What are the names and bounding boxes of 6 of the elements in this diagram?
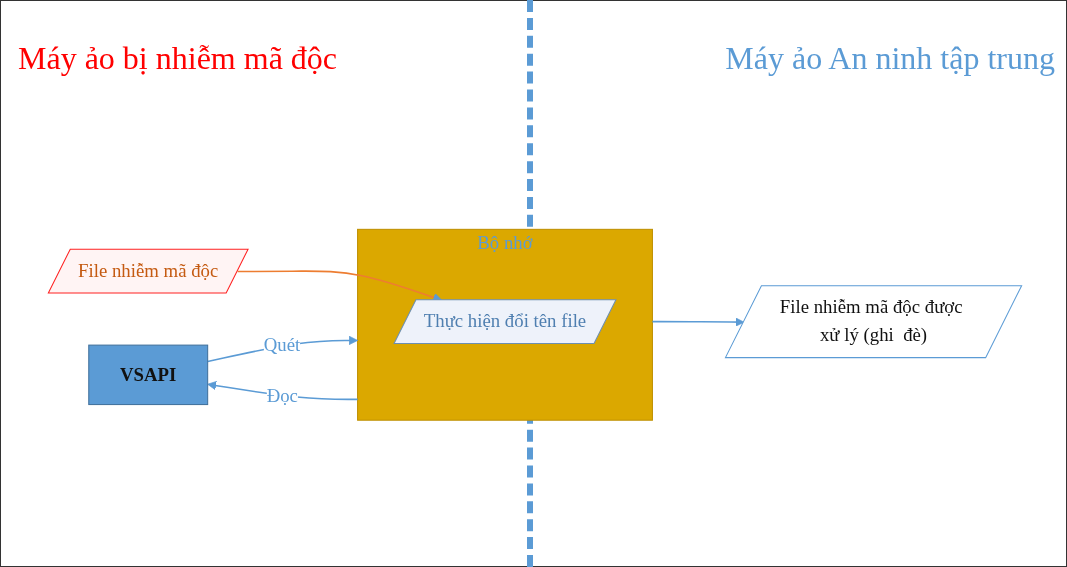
arrow	[651, 317, 745, 327]
edge-label: Quét	[263, 334, 301, 356]
region-heading: Máy ảo bị nhiễm mã độc	[18, 40, 338, 77]
region-heading: Máy ảo An ninh tập trung	[725, 40, 1055, 77]
edge-label: Đọc	[266, 385, 298, 407]
node-box: VSAPI	[88, 344, 209, 406]
